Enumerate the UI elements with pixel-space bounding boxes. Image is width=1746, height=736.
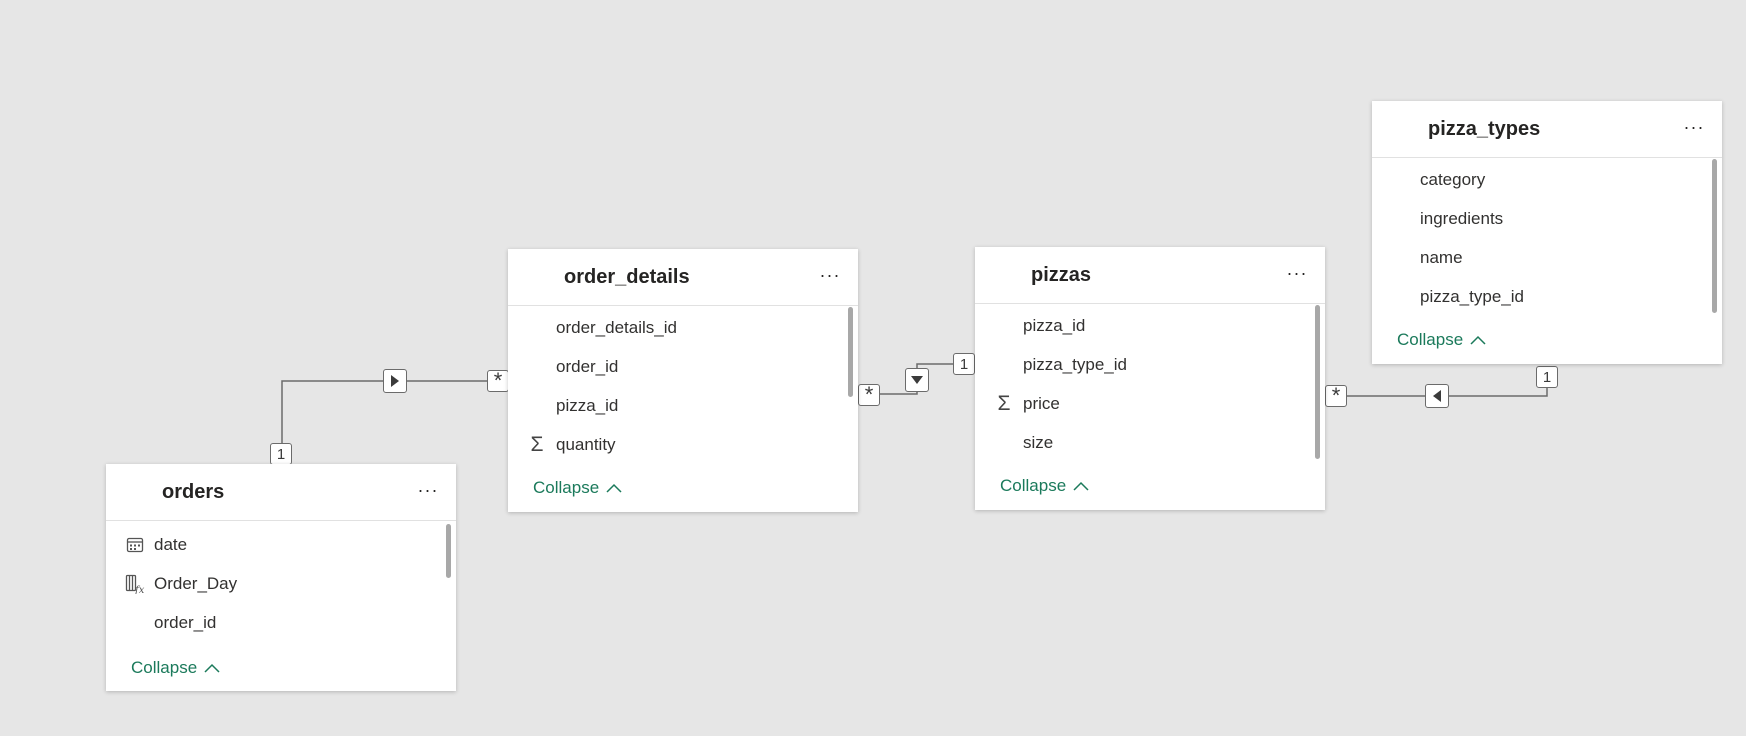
sigma-icon: Σ xyxy=(997,392,1011,415)
collapse-label: Collapse xyxy=(131,658,198,677)
cardinality-many-badge: * xyxy=(858,382,880,407)
more-options-button[interactable]: ··· xyxy=(1683,116,1705,137)
sigma-icon: Σ xyxy=(530,433,544,456)
field-row[interactable]: order_details_id xyxy=(508,309,828,348)
more-options-button[interactable]: ··· xyxy=(819,264,841,285)
field-label: quantity xyxy=(556,435,616,454)
field-label: pizza_type_id xyxy=(1420,287,1524,306)
field-row[interactable]: category xyxy=(1372,161,1692,200)
table-card-pizzas[interactable]: pizzas ··· pizza_id pizza_type_id Σ pric… xyxy=(975,247,1325,510)
cardinality-many-badge: * xyxy=(487,368,509,393)
collapse-label: Collapse xyxy=(533,478,600,497)
chevron-up-icon xyxy=(1470,335,1486,345)
chevron-up-icon xyxy=(1073,481,1089,491)
collapse-button[interactable]: Collapse xyxy=(131,658,221,678)
more-options-button[interactable]: ··· xyxy=(1286,262,1308,283)
field-row[interactable]: order_id xyxy=(106,604,426,643)
chevron-up-icon xyxy=(606,483,622,493)
field-row[interactable]: ingredients xyxy=(1372,200,1692,239)
table-card-pizza-types[interactable]: pizza_types ··· category ingredients nam… xyxy=(1372,101,1722,364)
field-label: name xyxy=(1420,248,1463,267)
field-label: size xyxy=(1023,433,1054,452)
scrollbar[interactable] xyxy=(446,524,451,578)
collapse-label: Collapse xyxy=(1397,330,1464,349)
field-row[interactable]: date xyxy=(106,526,426,565)
collapse-button[interactable]: Collapse xyxy=(1397,330,1487,350)
table-card-orders[interactable]: orders ··· date xyxy=(106,464,456,691)
table-header[interactable]: orders ··· xyxy=(106,464,456,521)
filter-direction-down-icon[interactable] xyxy=(905,368,929,392)
table-header[interactable]: pizza_types ··· xyxy=(1372,101,1722,158)
field-label: pizza_id xyxy=(556,396,619,415)
scrollbar[interactable] xyxy=(1315,305,1320,459)
calculated-column-icon: fx xyxy=(124,573,146,595)
field-row[interactable]: size xyxy=(975,424,1295,463)
table-header[interactable]: pizzas ··· xyxy=(975,247,1325,304)
field-label: order_id xyxy=(556,357,619,376)
table-header[interactable]: order_details ··· xyxy=(508,249,858,306)
scrollbar[interactable] xyxy=(1712,159,1717,313)
calendar-icon xyxy=(124,534,146,556)
field-label: date xyxy=(154,535,188,554)
table-title: orders xyxy=(162,481,225,503)
table-card-order-details[interactable]: order_details ··· order_details_id order… xyxy=(508,249,858,512)
scrollbar[interactable] xyxy=(848,307,853,397)
field-row[interactable]: Σ quantity xyxy=(508,426,828,465)
filter-direction-left-icon[interactable] xyxy=(1425,384,1449,408)
field-label: pizza_type_id xyxy=(1023,355,1127,374)
field-label: order_id xyxy=(154,613,217,632)
field-row[interactable]: pizza_type_id xyxy=(1372,278,1692,317)
field-row[interactable]: pizza_id xyxy=(508,387,828,426)
collapse-label: Collapse xyxy=(1000,476,1067,495)
svg-text:fx: fx xyxy=(134,585,145,594)
collapse-button[interactable]: Collapse xyxy=(533,478,623,498)
collapse-button[interactable]: Collapse xyxy=(1000,476,1090,496)
cardinality-one-badge: 1 xyxy=(953,353,975,375)
field-row[interactable]: pizza_type_id xyxy=(975,346,1295,385)
cardinality-one-badge: 1 xyxy=(1536,366,1558,388)
field-row[interactable]: pizza_id xyxy=(975,307,1295,346)
table-title: pizza_types xyxy=(1428,118,1541,140)
chevron-up-icon xyxy=(204,663,220,673)
table-title: order_details xyxy=(564,266,690,288)
more-options-button[interactable]: ··· xyxy=(417,479,439,500)
cardinality-one-badge: 1 xyxy=(270,443,292,465)
cardinality-many-badge: * xyxy=(1325,383,1347,408)
field-label: price xyxy=(1023,394,1060,413)
field-row[interactable]: Σ price xyxy=(975,385,1295,424)
field-label: ingredients xyxy=(1420,209,1504,228)
field-label: Order_Day xyxy=(154,574,238,593)
field-row[interactable]: name xyxy=(1372,239,1692,278)
field-row[interactable]: fx Order_Day xyxy=(106,565,426,604)
table-title: pizzas xyxy=(1031,264,1092,286)
field-label: category xyxy=(1420,170,1486,189)
field-label: order_details_id xyxy=(556,318,677,337)
field-label: pizza_id xyxy=(1023,316,1086,335)
field-row[interactable]: order_id xyxy=(508,348,828,387)
filter-direction-right-icon[interactable] xyxy=(383,369,407,393)
